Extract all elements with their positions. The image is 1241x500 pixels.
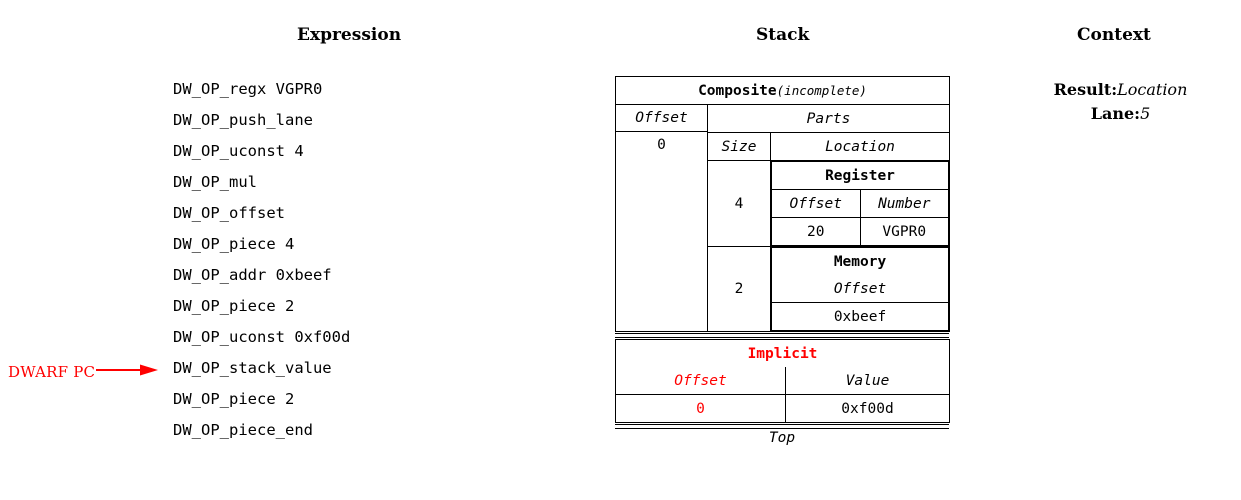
expression-line: DW_OP_addr 0xbeef — [173, 266, 332, 284]
implicit-offset-value: 0 — [615, 394, 786, 423]
stack-bottom-separator — [615, 424, 949, 429]
register-value-row: 20 VGPR0 — [771, 217, 949, 246]
expression-line: DW_OP_uconst 4 — [173, 142, 304, 160]
context-key: Result: — [1053, 80, 1118, 99]
expression-line: DW_OP_regx VGPR0 — [173, 80, 323, 98]
expression-line: DW_OP_push_lane — [173, 111, 313, 129]
stack-area: Composite(incomplete) Offset 0 Parts Siz… — [615, 76, 951, 446]
implicit-value-row: 0 0xf00d — [615, 394, 950, 423]
composite-offset-column: Offset 0 — [615, 104, 708, 161]
expression-line: DW_OP_offset — [173, 204, 285, 222]
register-offset-header: Offset — [771, 189, 861, 218]
composite-title-suffix: (incomplete) — [776, 82, 867, 98]
memory-value-row: 0xbeef — [772, 303, 949, 331]
implicit-title: Implicit — [747, 345, 818, 362]
expression-line: DW_OP_piece 2 — [173, 390, 295, 408]
memory-title: Memory — [833, 253, 887, 270]
memory-offset-value: 0xbeef — [833, 308, 887, 325]
stack-top-label: Top — [768, 430, 796, 446]
expression-line: DW_OP_mul — [173, 173, 257, 191]
composite-title-cell: Composite(incomplete) — [615, 76, 950, 105]
memory-title-row: Memory — [772, 248, 949, 276]
register-number-value: VGPR0 — [882, 223, 927, 240]
stack-entry-separator — [615, 333, 949, 338]
expression-line: DW_OP_uconst 0xf00d — [173, 328, 351, 346]
implicit-title-row: Implicit — [616, 340, 950, 368]
register-header-row: Offset Number — [771, 189, 949, 218]
composite-offset-header: Offset — [616, 105, 707, 132]
composite-part-row: 4 Register Offset Number 20 VGPR0 — [615, 160, 950, 332]
context-value: 5 — [1140, 104, 1151, 123]
dwarf-pc-marker: DWARF PC — [8, 362, 160, 381]
expression-line: DW_OP_piece 2 — [173, 297, 295, 315]
memory-offset-header: Offset — [771, 275, 949, 303]
part-size: 2 — [707, 246, 771, 332]
dwarf-pc-label: DWARF PC — [8, 362, 96, 381]
expression-list: DW_OP_regx VGPR0 DW_OP_push_lane DW_OP_u… — [173, 74, 573, 446]
composite-offset-value: 0 — [657, 137, 666, 153]
register-location-table: Register Offset Number 20 VGPR0 — [771, 161, 950, 246]
register-title: Register — [771, 161, 949, 190]
context-row-result: Result:Location — [1000, 78, 1241, 102]
expression-line: DW_OP_stack_value — [173, 359, 332, 377]
register-offset-value: 20 — [771, 217, 861, 246]
arrow-right-icon — [96, 362, 160, 381]
column-heading-expression: Expression — [297, 25, 402, 45]
composite-title-row: Composite(incomplete) — [615, 76, 950, 105]
part-size: 4 — [707, 160, 771, 247]
context-row-lane: Lane:5 — [1000, 102, 1241, 126]
stack-entry-composite: Composite(incomplete) Offset 0 Parts Siz… — [615, 76, 951, 332]
implicit-value: 0xf00d — [841, 400, 894, 417]
composite-header-row: Offset 0 Parts — [615, 104, 950, 161]
context-key: Lane: — [1090, 104, 1141, 123]
register-title-row: Register — [771, 161, 949, 190]
composite-subheader-row: Size Location — [616, 132, 950, 161]
column-heading-stack: Stack — [756, 25, 810, 45]
stack-entry-implicit: Implicit Offset Value 0 0xf00d — [615, 339, 950, 423]
composite-part-row: 2 Memory Offset 0xbeef — [616, 246, 950, 332]
part-location-memory: Memory Offset 0xbeef — [771, 247, 950, 332]
memory-location-table: Memory Offset 0xbeef — [771, 247, 950, 331]
composite-offset-spacer — [615, 160, 708, 332]
part-location-register: Register Offset Number 20 VGPR0 — [770, 160, 950, 247]
expression-line: DW_OP_piece_end — [173, 421, 313, 439]
composite-title: Composite — [698, 82, 777, 99]
composite-location-header: Location — [770, 132, 950, 161]
memory-header-row: Offset — [771, 275, 949, 303]
implicit-offset-header: Offset — [615, 367, 786, 395]
composite-size-header: Size — [707, 132, 771, 161]
expression-line: DW_OP_piece 4 — [173, 235, 295, 253]
context-value: Location — [1117, 80, 1188, 99]
context-block: Result:Location Lane:5 — [1000, 78, 1241, 126]
implicit-header-row: Offset Value — [615, 367, 950, 395]
implicit-value-header: Value — [785, 367, 950, 395]
composite-parts-header: Parts — [707, 104, 950, 133]
register-number-header: Number — [860, 189, 949, 218]
column-heading-context: Context — [1077, 25, 1151, 45]
